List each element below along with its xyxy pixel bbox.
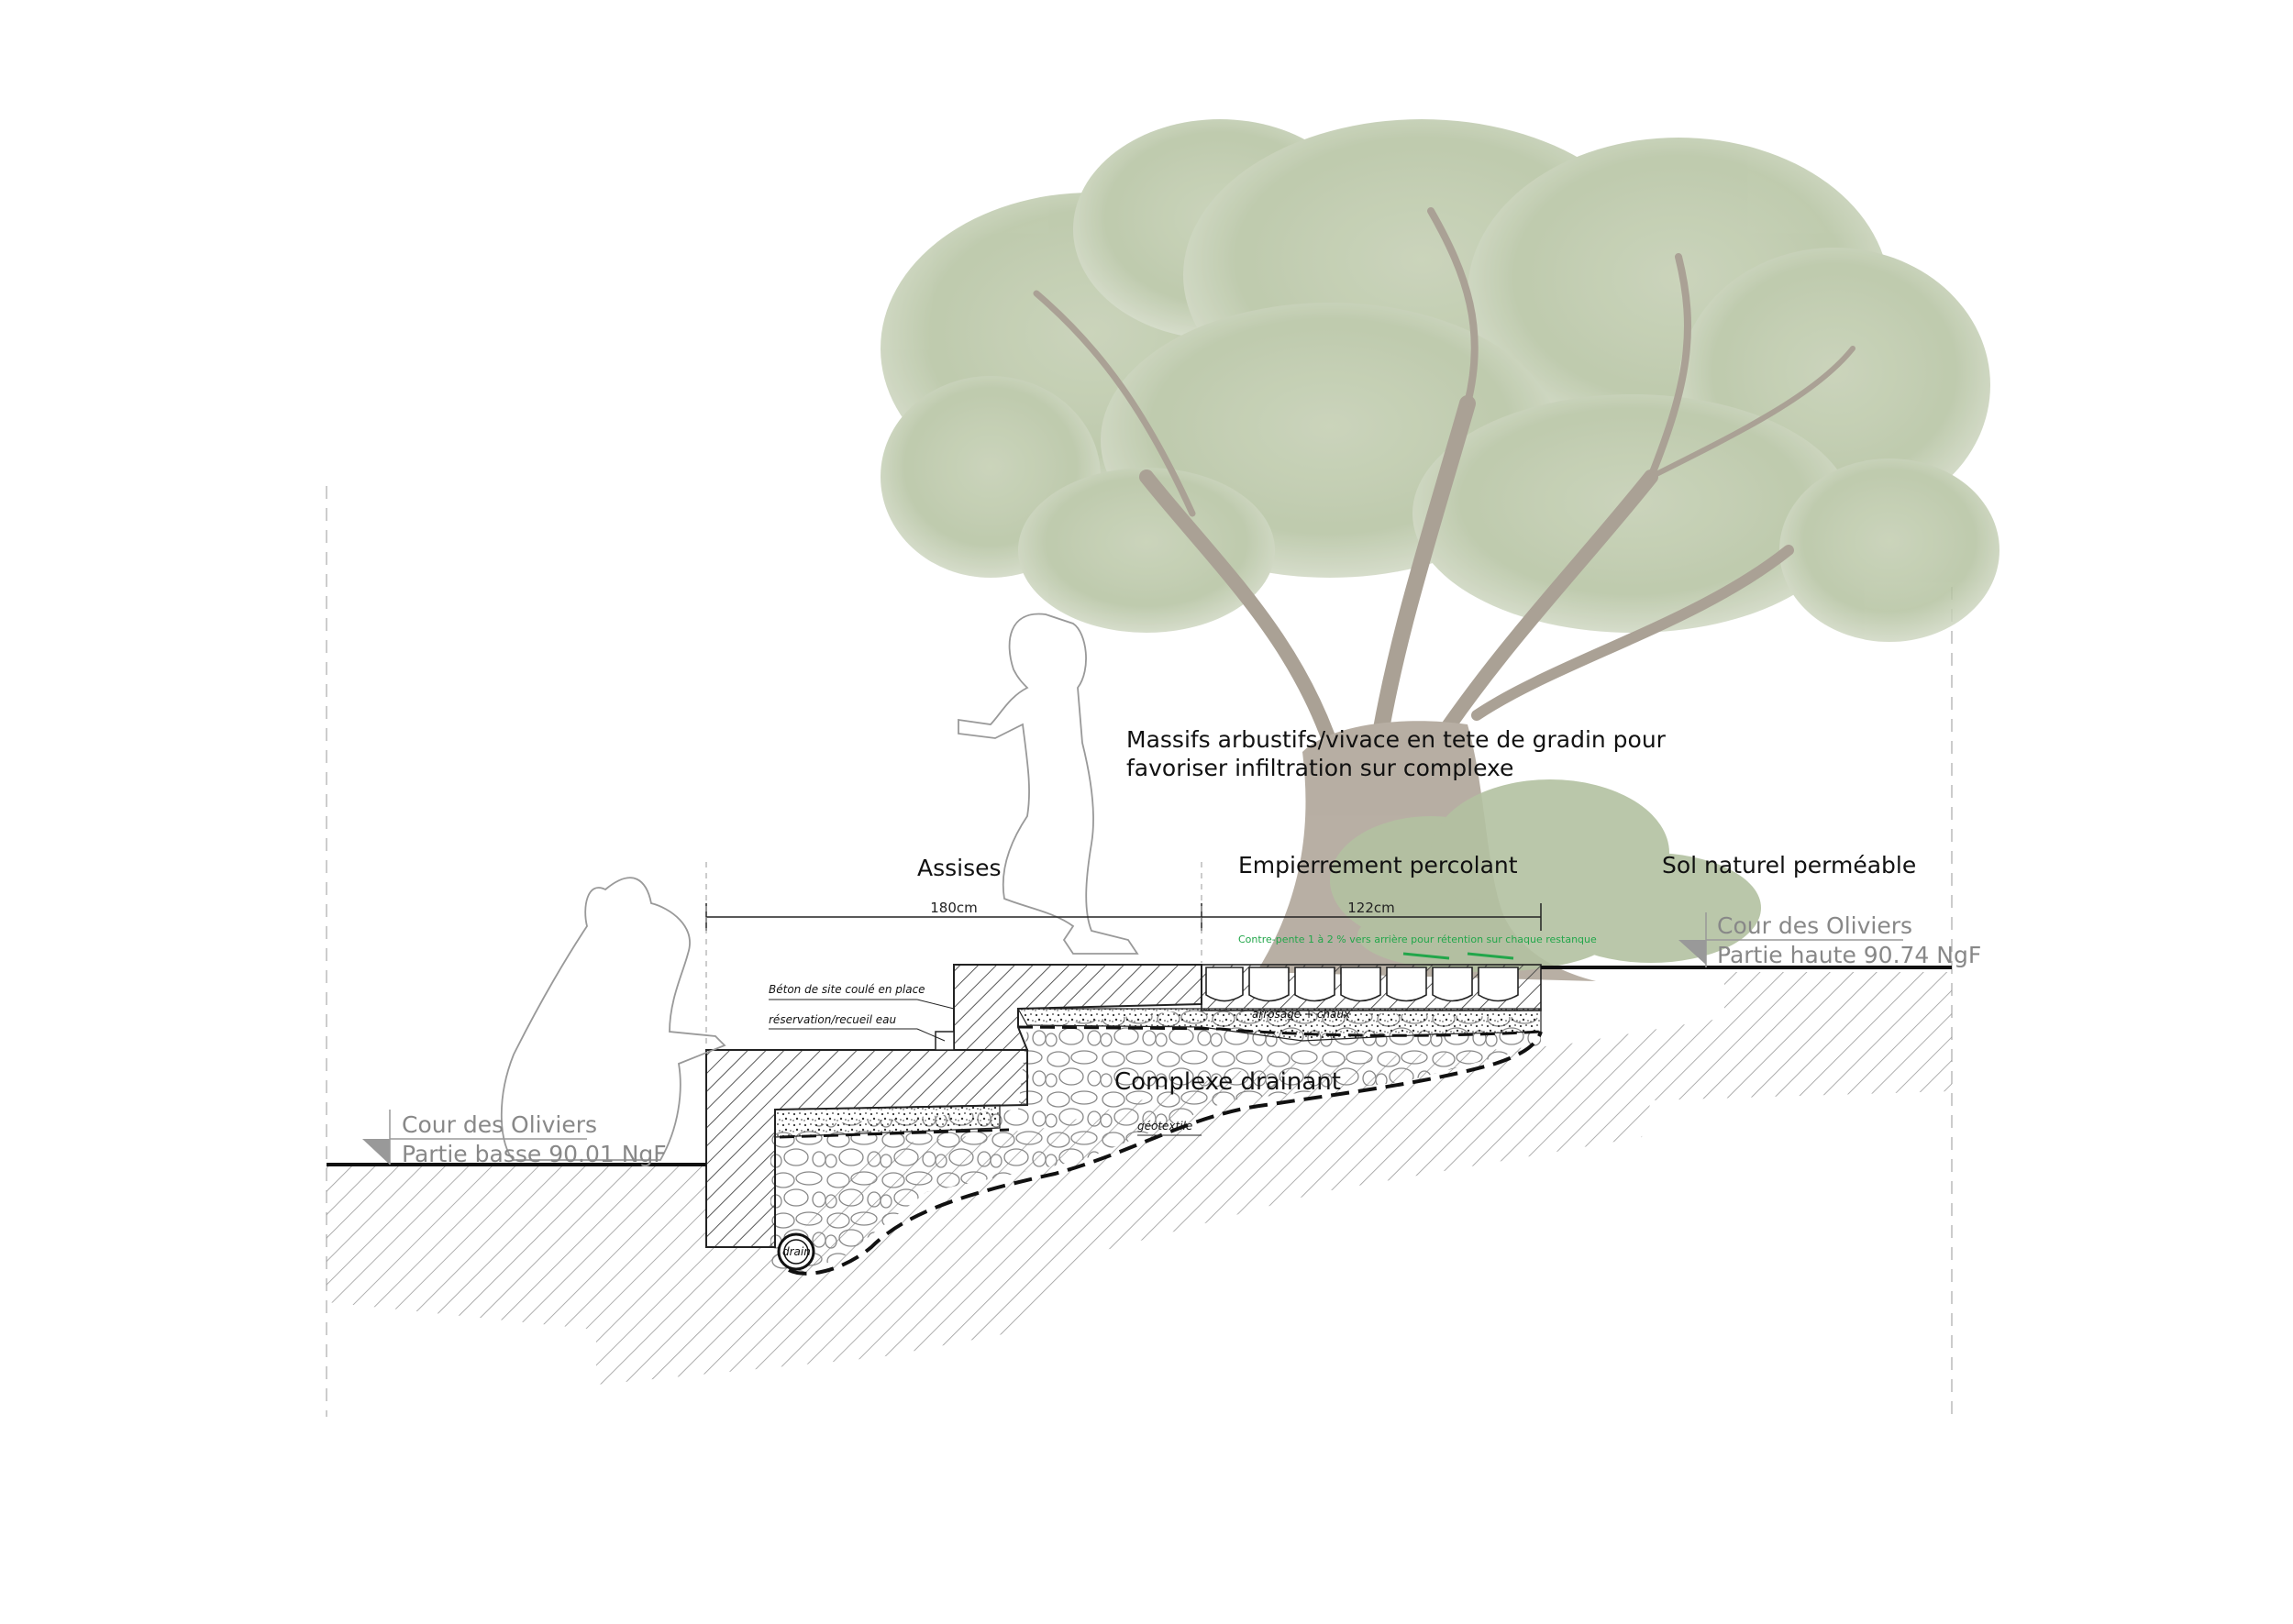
label-complexe-drainant: Complexe drainant <box>1114 1068 1341 1096</box>
label-massifs-line1: Massifs arbustifs/vivace en tete de grad… <box>1126 726 1667 753</box>
level-low-name: Cour des Oliviers <box>402 1111 597 1138</box>
tree-canopy <box>881 119 1999 642</box>
leader-reservation-2 <box>916 1028 946 1042</box>
level-triangle-low-icon <box>362 1139 390 1165</box>
tree-branches <box>1033 207 1855 778</box>
dimension-empierrement-label: 122cm <box>1347 900 1395 916</box>
geotextile-line-upper <box>779 1025 1542 1139</box>
note-reservation: réservation/recueil eau <box>769 1013 896 1026</box>
level-triangle-high-icon <box>1678 940 1706 965</box>
percolating-stones <box>1201 964 1542 1011</box>
level-high-value: Partie haute 90.74 NgF <box>1717 942 1981 968</box>
note-beton: Béton de site coulé en place <box>769 983 925 996</box>
drainage-complex <box>770 1009 1541 1275</box>
note-drain: drain <box>782 1245 811 1258</box>
leader-beton-2 <box>916 999 955 1010</box>
label-contre-pente: Contre-pente 1 à 2 % vers arrière pour r… <box>1238 934 1597 945</box>
seated-person <box>500 877 726 1161</box>
slope-arrows <box>1402 952 1514 960</box>
label-empierrement: Empierrement percolant <box>1238 852 1518 878</box>
label-assises: Assises <box>917 855 1002 881</box>
olive-tree <box>881 119 1999 981</box>
label-massifs-line2: favoriser infiltration sur complexe <box>1126 755 1513 781</box>
drain-pipe <box>777 1232 815 1271</box>
level-low-value: Partie basse 90.01 NgF <box>402 1141 667 1167</box>
note-geotextile: géotextile <box>1137 1120 1192 1132</box>
soil-hatch <box>327 972 1952 1385</box>
dimension-empierrement <box>1202 903 1542 931</box>
gravel-bed-upper <box>1016 1008 1542 1042</box>
level-marker-low <box>362 1110 587 1165</box>
level-marker-high <box>1678 912 1903 967</box>
dimension-assises-label: 180cm <box>930 900 978 916</box>
geotextile-line <box>788 1031 1543 1276</box>
dimension-assises <box>705 862 1202 1045</box>
note-arrosage: arrosage + chaux <box>1252 1008 1351 1021</box>
label-sol-naturel: Sol naturel perméable <box>1662 852 1916 878</box>
level-high-name: Cour des Oliviers <box>1717 912 1912 939</box>
walking-person <box>958 613 1139 955</box>
